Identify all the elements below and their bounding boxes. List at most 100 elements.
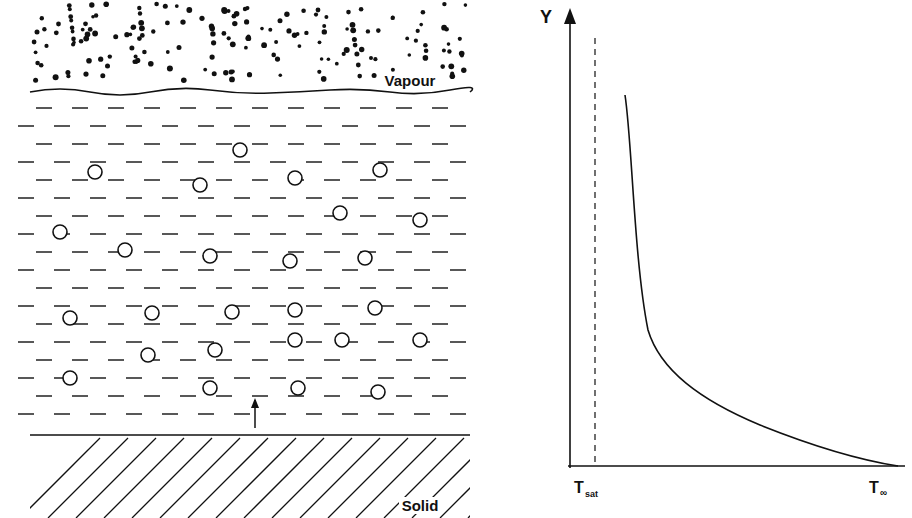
- liquid-dash: [216, 359, 232, 360]
- vapour-dot: [350, 22, 356, 28]
- liquid-dash: [432, 179, 448, 180]
- liquid-dash: [324, 359, 340, 360]
- bubble: [358, 251, 372, 265]
- liquid-dash: [360, 323, 376, 324]
- vapour-dot: [419, 23, 423, 27]
- vapour-dot: [89, 2, 94, 7]
- liquid-dash: [216, 251, 232, 252]
- liquid-dash: [72, 287, 88, 288]
- vapour-dot: [229, 77, 235, 83]
- liquid-dash: [432, 395, 448, 396]
- liquid-dash: [324, 395, 340, 396]
- bubble: [208, 343, 222, 357]
- vapour-dot: [318, 40, 322, 44]
- liquid-dash: [378, 269, 394, 270]
- x-axis: [568, 465, 905, 467]
- liquid-dashes: [18, 108, 466, 414]
- vapour-dot: [424, 48, 429, 53]
- vapour-dot: [279, 74, 283, 78]
- liquid-dash: [90, 125, 106, 126]
- liquid-dash: [414, 197, 430, 198]
- vapour-dot: [53, 74, 59, 80]
- liquid-dash: [18, 161, 34, 162]
- vapour-dot: [322, 24, 326, 28]
- hatch-line: [468, 438, 470, 518]
- liquid-dash: [288, 251, 304, 252]
- liquid-dash: [180, 395, 196, 396]
- liquid-dash: [450, 233, 466, 234]
- vapour-dot: [345, 27, 349, 31]
- liquid-dash: [288, 359, 304, 360]
- vapour-dot: [142, 50, 147, 55]
- vapour-dot: [460, 53, 464, 57]
- vapour-dot: [83, 72, 88, 77]
- vapour-dot: [69, 18, 73, 22]
- liquid-dash: [180, 143, 196, 144]
- liquid-dash: [54, 125, 70, 126]
- vapour-dot: [447, 49, 451, 53]
- vapour-dot: [350, 27, 356, 33]
- vapour-dot: [317, 70, 321, 74]
- liquid-dash: [288, 143, 304, 144]
- vapour-dot: [372, 73, 377, 78]
- axis-label: T: [869, 480, 879, 496]
- vapour-dot: [366, 29, 370, 33]
- vapour-dot: [354, 51, 359, 56]
- liquid-dash: [198, 341, 214, 342]
- liquid-dash: [90, 341, 106, 342]
- liquid-dash: [414, 377, 430, 378]
- vapour-dot: [56, 22, 61, 27]
- liquid-dash: [18, 269, 34, 270]
- liquid-dash: [432, 359, 448, 360]
- vapour-dot: [357, 74, 362, 79]
- vapour-dot: [423, 43, 428, 48]
- vapour-dot: [39, 63, 44, 68]
- vapour-dot: [314, 13, 318, 17]
- liquid-dash: [306, 161, 322, 162]
- liquid-dash: [198, 197, 214, 198]
- liquid-dash: [306, 413, 322, 414]
- liquid-dash: [432, 251, 448, 252]
- vapour-dot: [81, 28, 85, 32]
- liquid-dash: [162, 341, 178, 342]
- y-axis-arrowhead: [564, 8, 576, 24]
- liquid-dash: [252, 107, 268, 108]
- liquid-dash: [324, 143, 340, 144]
- vapour-dot: [232, 21, 237, 26]
- liquid-dash: [108, 215, 124, 216]
- vapour-dot: [244, 19, 249, 24]
- vapour-dot: [274, 40, 278, 44]
- vapour-dot: [447, 42, 451, 46]
- heat-arrowhead: [251, 398, 259, 408]
- liquid-dash: [252, 143, 268, 144]
- vapour-dot: [105, 64, 110, 69]
- liquid-dash: [126, 233, 142, 234]
- liquid-dash: [306, 377, 322, 378]
- liquid-dash: [126, 269, 142, 270]
- vapour-dot: [113, 34, 118, 39]
- vapour-dot: [66, 74, 70, 78]
- liquid-dash: [144, 107, 160, 108]
- vapour-dot: [461, 68, 466, 73]
- vapour-dot: [369, 56, 373, 60]
- vapour-dots: [32, 1, 468, 83]
- liquid-dash: [306, 305, 322, 306]
- liquid-dash: [432, 287, 448, 288]
- vapour-dot: [67, 3, 72, 8]
- vapour-dot: [103, 1, 109, 7]
- vapour-dot: [353, 43, 358, 48]
- liquid-dash: [72, 359, 88, 360]
- vapour-dot: [296, 32, 300, 36]
- vapour-dot: [359, 7, 364, 12]
- vapour-dot: [346, 10, 351, 15]
- hatch-line: [440, 438, 470, 518]
- liquid-dash: [180, 251, 196, 252]
- liquid-dash: [18, 233, 34, 234]
- bubble: [368, 301, 382, 315]
- subscript: sat: [585, 490, 598, 499]
- vapour-dot: [175, 4, 179, 8]
- vapour-dot: [92, 31, 98, 37]
- vapour-dot: [137, 6, 141, 10]
- vapour-dot: [373, 57, 377, 61]
- bubble: [203, 381, 217, 395]
